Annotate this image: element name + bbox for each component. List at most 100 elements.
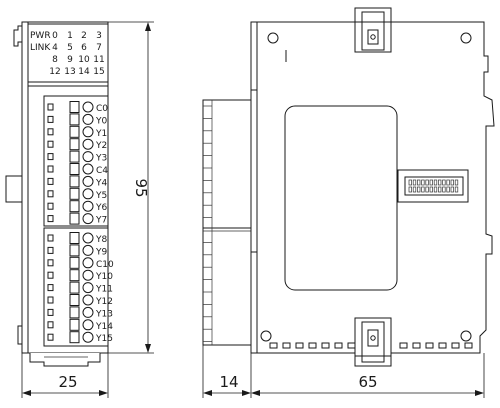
terminal-screw-body bbox=[69, 331, 80, 344]
terminal-label: Y6 bbox=[95, 203, 107, 213]
side-vent-slot bbox=[464, 342, 473, 349]
dim-14-arrow-left bbox=[203, 390, 212, 396]
front-bottom-foot bbox=[29, 353, 101, 367]
terminal-label: Y13 bbox=[95, 309, 113, 319]
side-screw-hole-br bbox=[460, 330, 472, 342]
dim-95-arrow-top bbox=[145, 22, 151, 31]
terminal-label: Y15 bbox=[95, 334, 113, 344]
connector-pin bbox=[442, 179, 446, 186]
terminal-screw-body bbox=[69, 212, 80, 225]
side-vent-slot bbox=[412, 342, 421, 349]
terminal-release-slot bbox=[47, 103, 54, 111]
terminal-wire-hole bbox=[82, 306, 94, 318]
dim-25-arrow-left bbox=[22, 390, 31, 396]
terminal-screw-body bbox=[69, 281, 80, 294]
led-channel-number: 15 bbox=[93, 67, 104, 77]
led-channel-number: 6 bbox=[81, 43, 87, 53]
connector-pin bbox=[454, 186, 459, 193]
led-channel-number: 11 bbox=[93, 55, 104, 65]
connector-pin bbox=[408, 179, 412, 186]
terminal-label: C0 bbox=[96, 104, 108, 114]
side-label-recess bbox=[284, 105, 398, 291]
terminal-screw-body bbox=[69, 318, 80, 331]
terminal-wire-hole bbox=[82, 282, 94, 294]
terminal-label: C4 bbox=[96, 166, 108, 176]
terminal-wire-hole bbox=[82, 188, 94, 200]
terminal-label: Y9 bbox=[95, 247, 107, 257]
dimension-lines: 95 25 14 65 bbox=[21, 21, 485, 398]
terminal-release-slot bbox=[47, 333, 54, 341]
dim-25-arrow-right bbox=[99, 390, 108, 396]
connector-pin bbox=[429, 179, 433, 186]
terminal-screw-body bbox=[69, 244, 80, 257]
connector-pin bbox=[433, 186, 438, 193]
connector-pin bbox=[446, 186, 450, 193]
terminal-release-slot bbox=[47, 140, 54, 148]
terminal-wire-hole bbox=[82, 113, 94, 125]
terminal-release-slot bbox=[47, 259, 54, 267]
terminal-wire-hole bbox=[82, 331, 94, 343]
terminal-screw-body bbox=[69, 232, 80, 244]
led-channel-number: 10 bbox=[78, 55, 90, 65]
terminal-screw-body bbox=[69, 294, 80, 306]
terminal-label: Y2 bbox=[95, 141, 107, 151]
terminal-wire-hole bbox=[82, 294, 94, 306]
terminal-wire-hole bbox=[82, 126, 94, 138]
terminal-label: Y3 bbox=[95, 154, 107, 164]
terminal-label: Y7 bbox=[95, 216, 107, 226]
side-vent-slot bbox=[334, 342, 343, 349]
terminal-wire-hole bbox=[82, 138, 94, 150]
connector-pin bbox=[417, 179, 421, 186]
terminal-release-slot bbox=[47, 308, 54, 316]
terminal-wire-hole bbox=[82, 213, 94, 225]
terminal-wire-hole bbox=[82, 257, 94, 269]
dim-65-arrow-left bbox=[251, 390, 260, 396]
terminal-screw-body bbox=[69, 163, 80, 175]
connector-pin bbox=[417, 186, 421, 193]
connector-pin bbox=[438, 186, 442, 193]
connector-pin bbox=[433, 179, 438, 186]
terminal-label: Y0 bbox=[95, 116, 107, 126]
led-channel-number: 8 bbox=[52, 55, 58, 65]
led-channel-number: 9 bbox=[67, 55, 73, 65]
terminal-release-slot bbox=[47, 202, 54, 210]
connector-pin bbox=[446, 179, 450, 186]
led-channel-number: 13 bbox=[64, 67, 75, 77]
led-channel-number: 14 bbox=[78, 67, 90, 77]
terminal-label: Y14 bbox=[95, 322, 113, 332]
led-channel-number: 1 bbox=[67, 31, 73, 41]
dim-14-arrow-right bbox=[242, 390, 251, 396]
terminal-wire-hole bbox=[82, 232, 94, 244]
terminal-release-slot bbox=[47, 153, 54, 161]
led-channel-number: 7 bbox=[96, 43, 102, 53]
terminal-release-slot bbox=[47, 321, 54, 329]
side-screw-hole-tl bbox=[267, 32, 279, 44]
terminal-screw-body bbox=[69, 138, 80, 151]
dim-25-label: 25 bbox=[58, 373, 77, 391]
terminal-release-slot bbox=[47, 115, 54, 123]
dim-14-label: 14 bbox=[219, 373, 238, 391]
connector-pin bbox=[425, 186, 429, 193]
terminal-label: Y1 bbox=[95, 129, 107, 139]
side-top-latch bbox=[354, 7, 392, 53]
terminal-release-slot bbox=[47, 296, 54, 304]
terminal-release-slot bbox=[47, 215, 54, 223]
terminal-wire-hole bbox=[82, 269, 94, 281]
terminal-label: Y11 bbox=[95, 285, 113, 295]
terminal-screw-body bbox=[69, 175, 80, 188]
terminal-label: Y8 bbox=[95, 235, 107, 245]
side-expansion-connector bbox=[397, 169, 469, 203]
terminal-wire-hole bbox=[82, 319, 94, 331]
led-channel-number: 5 bbox=[67, 43, 73, 53]
side-vent-slot bbox=[321, 342, 330, 349]
terminal-wire-hole bbox=[82, 200, 94, 212]
terminal-label: Y4 bbox=[95, 178, 107, 188]
left-bottom-clip bbox=[17, 325, 23, 345]
terminal-screw-body bbox=[69, 269, 80, 282]
side-vent-slot bbox=[269, 342, 278, 349]
